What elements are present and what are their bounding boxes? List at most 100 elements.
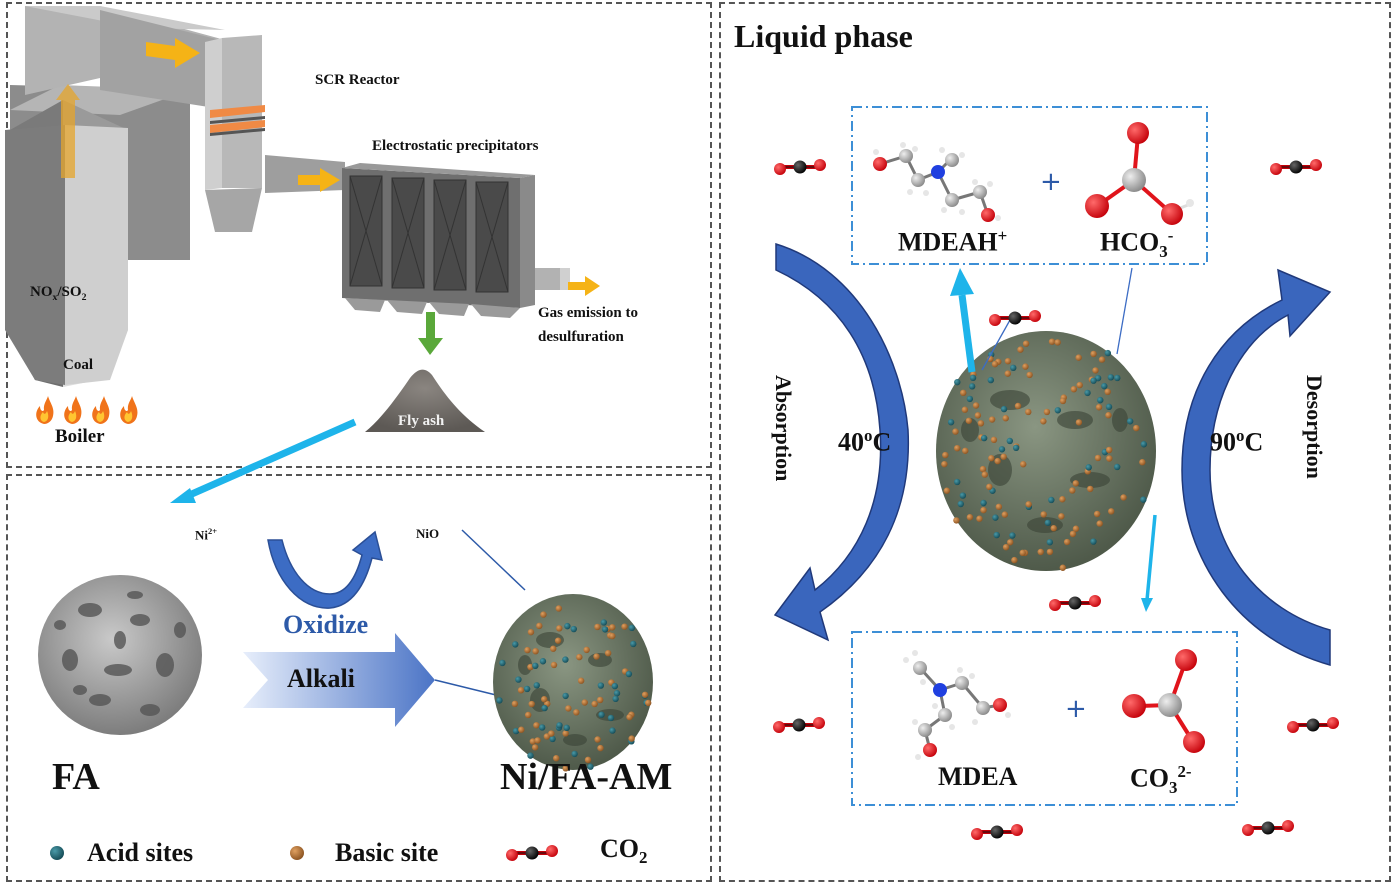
desorption-label: Desorption: [1302, 375, 1327, 479]
acid-site-dot: [992, 514, 999, 521]
basic-site-dot: [550, 661, 558, 669]
basic-site-dot: [576, 653, 583, 661]
basic-site-dot: [1048, 338, 1056, 345]
acid-site-dot: [1126, 418, 1134, 425]
basic-site-dot: [536, 622, 543, 630]
basic-site-dot: [604, 649, 612, 657]
basic-site-dot: [1059, 397, 1067, 405]
basic-site-dot: [1105, 446, 1113, 454]
flow-arrow-right-2: [298, 168, 340, 192]
acid-site-dot: [1101, 382, 1108, 390]
coal-label: Coal: [63, 357, 93, 373]
electrostatic-precipitator: [342, 163, 535, 318]
basic-site-dot: [531, 744, 539, 751]
basic-site-dot: [981, 471, 989, 478]
basic-site-dot: [974, 412, 982, 419]
absorption-temperature: 40oC: [838, 426, 892, 457]
basic-site-dot: [1017, 346, 1024, 353]
exhaust-duct: [535, 268, 570, 290]
basic-site-dot: [1059, 496, 1066, 503]
hco3-label: HCO3-: [1100, 226, 1174, 261]
basic-site-dot: [1072, 480, 1079, 487]
basic-site-dot: [1087, 485, 1094, 493]
acid-site-dot: [1114, 374, 1121, 382]
co2-molecule-icon: [969, 822, 1025, 842]
basic-site-dot: [577, 677, 585, 684]
basic-site-dot: [554, 637, 562, 644]
acid-site-dot: [1105, 403, 1113, 411]
basic-site-dot: [1096, 520, 1103, 527]
basic-site-dot: [1002, 543, 1010, 551]
basic-site-dot: [1022, 340, 1030, 347]
mdea-molecule: [903, 650, 1011, 760]
boiler-label: Boiler: [55, 426, 105, 447]
scr-reactor: [205, 35, 265, 232]
oxidize-label: Oxidize: [283, 610, 369, 639]
desorption-temperature: 90oC: [1210, 426, 1264, 457]
acid-site-dot: [1140, 441, 1148, 448]
basic-site-dot: [1092, 367, 1099, 374]
acid-site-dot: [601, 626, 609, 633]
basic-site-dot: [556, 625, 563, 632]
basic-site-dot: [1075, 419, 1083, 426]
liquid-phase-title: Liquid phase: [734, 18, 913, 54]
basic-site-dot: [1004, 357, 1012, 365]
fa-label: FA: [52, 756, 100, 798]
basic-site-dot: [1120, 494, 1127, 501]
basic-site-dot: [960, 389, 967, 397]
acid-site-dot: [947, 419, 955, 426]
acid-site-dot: [523, 685, 531, 693]
basic-site-dot: [1007, 539, 1014, 546]
acid-site-dot: [969, 374, 977, 382]
basic-site-dot: [1094, 454, 1102, 462]
acid-site-dot: [527, 752, 534, 759]
pointer-lines-liquid: [981, 267, 1133, 371]
basic-site-dot: [1022, 363, 1029, 370]
nox-so2-label: NOx/SO2: [30, 284, 87, 303]
basic-site-dot: [1069, 530, 1077, 538]
basic-site-dot: [548, 730, 555, 737]
basic-site-dot: [990, 436, 998, 444]
flow-arrow-up: [56, 84, 80, 178]
basic-site-dot: [645, 699, 652, 707]
basic-site-dot: [1019, 549, 1026, 557]
alkali-arrow: [243, 633, 435, 727]
acid-site-dot: [600, 619, 608, 626]
product-label: Ni/FA-AM: [500, 756, 673, 798]
acid-site-dot: [628, 624, 636, 632]
basic-site-dot: [995, 503, 1003, 511]
basic-site-dot: [966, 514, 974, 521]
basic-site-dot: [1043, 408, 1051, 416]
basic-site-dot: [1075, 354, 1082, 361]
flow-arrow-right-1: [146, 38, 200, 68]
acid-site-dot: [1012, 444, 1020, 452]
basic-site-dot: [1106, 455, 1113, 462]
acid-site-dot: [496, 697, 503, 704]
basic-site-dot: [594, 623, 601, 631]
basic-site-dot: [1011, 556, 1018, 564]
plus-sign-bottom: +: [1065, 694, 1087, 724]
acid-site-dot: [564, 622, 571, 630]
basic-site-dot: [1040, 418, 1047, 425]
co2-molecule-icon: [987, 308, 1043, 328]
acid-site-dot: [953, 478, 961, 486]
co2-molecule-icon: [1240, 818, 1296, 838]
basic-site-dot: [1069, 487, 1076, 494]
legend-basic-site: Basic site: [335, 838, 439, 867]
basic-site-dot: [1139, 459, 1146, 466]
acid-site-dot: [607, 714, 615, 722]
basic-site-dot: [1093, 510, 1101, 518]
acid-site-dot: [1104, 349, 1112, 357]
green-arrow-down: [418, 312, 443, 355]
basic-site-dot: [1098, 356, 1106, 363]
acid-site-dot: [515, 676, 522, 683]
basic-site-dot: [943, 487, 951, 494]
synthesis-panel: [6, 474, 712, 882]
basic-site-dot: [540, 611, 547, 618]
acid-site-dot: [597, 682, 605, 689]
bottom-species-box: [851, 631, 1238, 806]
esp-label: Electrostatic precipitators: [372, 138, 539, 154]
basic-site-dot: [517, 687, 525, 694]
basic-site-dot: [550, 645, 557, 652]
acid-site-dot: [539, 658, 547, 665]
